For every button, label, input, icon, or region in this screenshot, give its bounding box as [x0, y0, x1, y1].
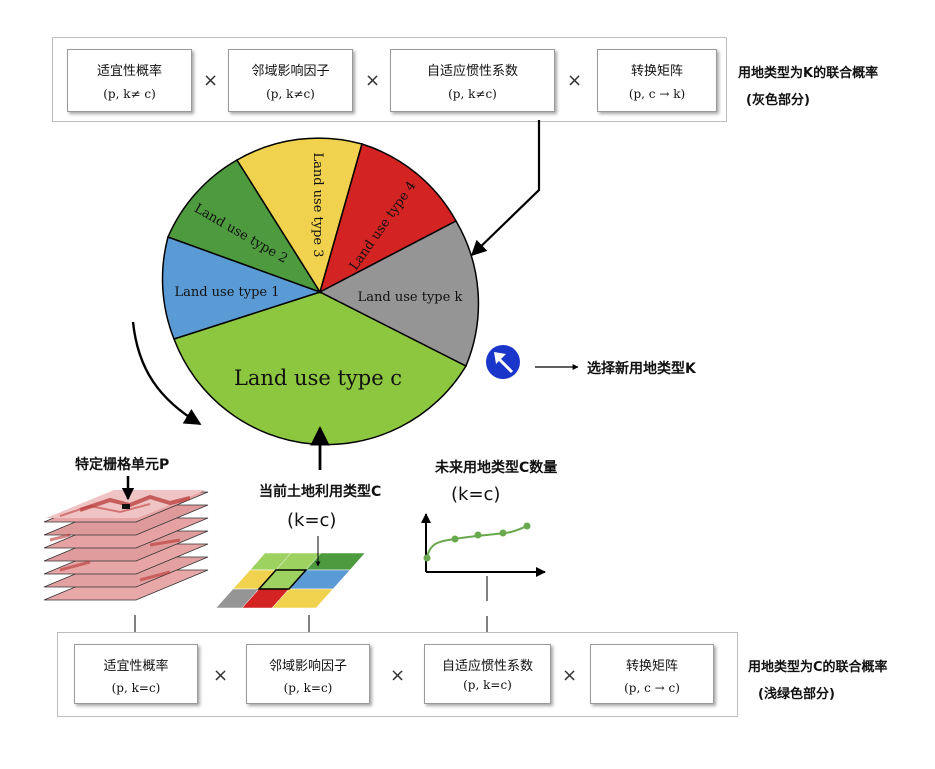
top-factor-suitability: 适宜性概率 (p, k≠ c) — [67, 49, 192, 112]
current-kc: (k=c) — [287, 510, 337, 531]
slice-land-use-type-1 — [161, 236, 323, 340]
top-factor-inertia: 自适应惯性系数 (p, k≠c) — [390, 49, 555, 112]
factor-name: 适宜性概率 — [96, 64, 162, 79]
top-formula-label: 用地类型为K的联合概率 — [738, 66, 879, 81]
factor-param: (p, k≠c) — [448, 87, 497, 101]
factor-name: 转换矩阵 — [625, 659, 678, 674]
current-type-label: 当前土地利用类型C — [259, 484, 382, 500]
factor-param: (p, k=c) — [283, 681, 333, 695]
factor-name: 自适应惯性系数 — [426, 64, 518, 79]
factor-param: (p, k=c) — [463, 678, 512, 692]
multiply-sign: × — [213, 665, 229, 686]
slice-land-use-type-4 — [318, 143, 458, 294]
factor-param: (p, c → k) — [628, 87, 686, 101]
slice-land-use-type-2 — [166, 158, 322, 294]
multiply-sign: × — [567, 70, 583, 91]
future-quantity-chart — [421, 513, 546, 577]
multiply-sign: × — [365, 70, 381, 91]
bottom-formula-sublabel: (浅绿色部分) — [758, 687, 835, 702]
factor-name: 邻域影响因子 — [251, 64, 330, 79]
select-new-type-label: 选择新用地类型K — [587, 361, 696, 377]
bottom-factor-inertia: 自适应惯性系数 (p, k=c) — [424, 644, 551, 704]
top-factor-neighborhood: 邻域影响因子 (p, k≠c) — [228, 49, 353, 112]
slice-label-1: Land use type 1 — [174, 285, 279, 300]
arrow-curved-to-wheel — [131, 321, 202, 426]
future-kc: (k=c) — [451, 484, 501, 505]
cell-grid — [215, 552, 366, 609]
factor-param: (p, c → c) — [624, 681, 680, 695]
future-type-label: 未来用地类型C数量 — [435, 460, 558, 476]
factor-name: 邻域影响因子 — [268, 659, 347, 674]
multiply-sign: × — [390, 665, 406, 686]
multiply-sign: × — [562, 665, 578, 686]
factor-name: 自适应惯性系数 — [441, 659, 533, 674]
slice-label-c: Land use type c — [234, 366, 402, 390]
bottom-factor-neighborhood: 邻域影响因子 (p, k=c) — [246, 644, 370, 704]
rotate-arrow-icon — [486, 345, 520, 379]
slice-land-use-type-k — [318, 220, 480, 368]
slice-label-k: Land use type k — [358, 290, 463, 305]
factor-param: (p, k≠c) — [266, 87, 315, 101]
multiply-sign: × — [203, 70, 219, 91]
top-factor-transition: 转换矩阵 (p, c → k) — [597, 49, 717, 112]
land-use-wheel: Land use type c Land use type 1 Land use… — [161, 137, 480, 446]
bottom-factor-suitability: 适宜性概率 (p, k=c) — [74, 644, 198, 704]
factor-param: (p, k=c) — [111, 681, 161, 695]
factor-param: (p, k≠ c) — [103, 87, 156, 101]
top-formula-sublabel: (灰色部分) — [746, 93, 810, 108]
factor-name: 适宜性概率 — [103, 659, 169, 674]
factor-name: 转换矩阵 — [630, 64, 683, 79]
slice-label-3: Land use type 3 — [310, 152, 325, 257]
raster-stack — [43, 490, 209, 601]
bottom-formula-label: 用地类型为C的联合概率 — [748, 660, 888, 675]
arrow-top-to-wheel — [470, 120, 541, 257]
bottom-factor-transition: 转换矩阵 (p, c → c) — [590, 644, 714, 704]
raster-cell-label: 特定栅格单元P — [75, 457, 170, 473]
